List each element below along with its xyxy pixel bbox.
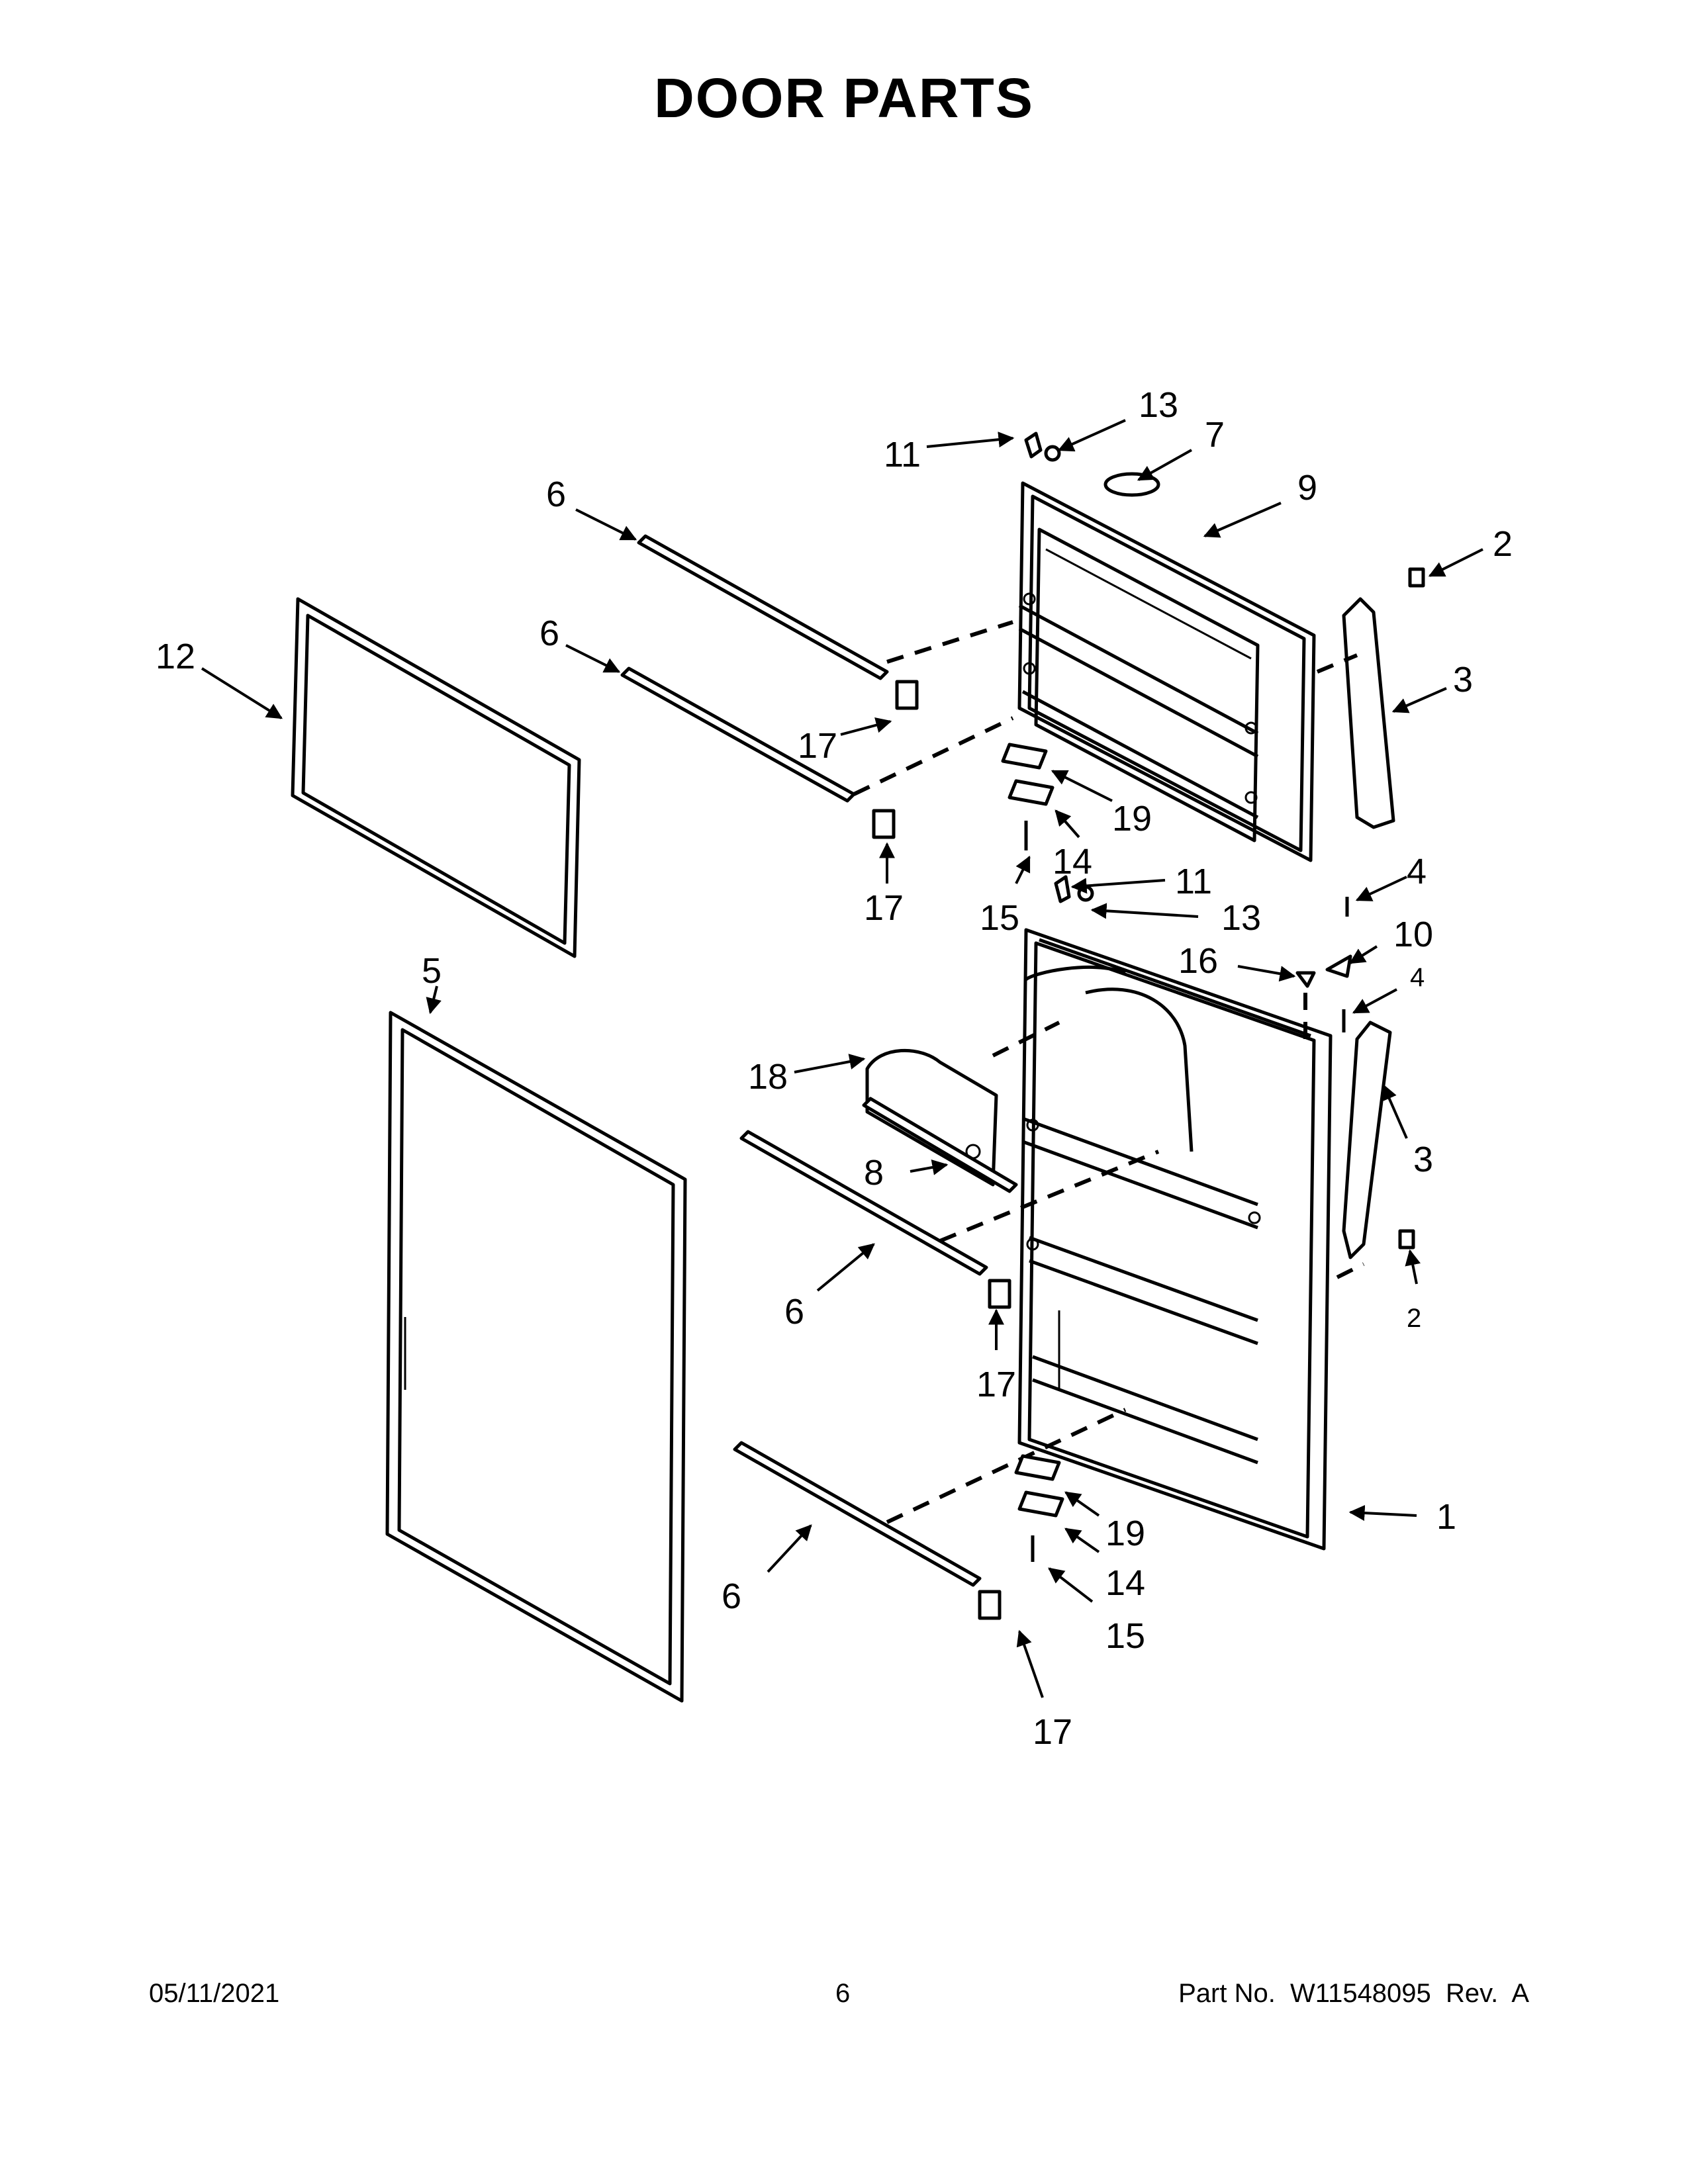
door-shelf-bar: [620, 534, 1160, 1587]
callout-17: 17: [976, 1365, 1016, 1404]
callout-16: 16: [1178, 941, 1218, 981]
leader-lines: [201, 419, 1483, 1698]
callout-5: 5: [422, 951, 442, 991]
fresh-food-door: [1017, 928, 1333, 1551]
callout-14: 14: [1105, 1563, 1145, 1603]
callout-17: 17: [864, 888, 904, 928]
callout-6: 6: [722, 1576, 741, 1616]
freezer-door: [1017, 481, 1316, 862]
dairy-door: [862, 1048, 1018, 1193]
callout-19: 19: [1105, 1514, 1145, 1553]
callout-13: 13: [1221, 898, 1261, 938]
callout-12: 12: [156, 637, 195, 676]
hardware: [872, 432, 1425, 1620]
footer-date: 05/11/2021: [149, 1979, 280, 2008]
callout-18: 18: [748, 1057, 788, 1097]
callout-3: 3: [1453, 660, 1473, 700]
callout-19: 19: [1112, 799, 1152, 839]
fresh-food-door-gasket: [385, 1011, 687, 1703]
callout-6: 6: [784, 1292, 804, 1332]
callout-10: 10: [1393, 915, 1433, 954]
callout-2: 2: [1493, 524, 1513, 564]
door-handle: [1316, 597, 1395, 1279]
callout-14: 14: [1053, 842, 1092, 882]
callout-1: 1: [1436, 1497, 1456, 1537]
callout-17: 17: [798, 726, 837, 766]
callout-2: 2: [1407, 1304, 1421, 1333]
callout-4: 4: [1407, 852, 1427, 891]
freezer-door-gasket: [291, 597, 581, 958]
callout-15: 15: [980, 898, 1019, 938]
callout-7: 7: [1205, 415, 1225, 455]
callout-11: 11: [884, 435, 921, 475]
callout-6: 6: [539, 614, 559, 653]
page-title: DOOR PARTS: [654, 67, 1034, 129]
callout-17: 17: [1033, 1712, 1072, 1752]
callout-4: 4: [1410, 963, 1425, 992]
callout-9: 9: [1297, 468, 1317, 508]
callout-11: 11: [1175, 862, 1212, 901]
footer-part-number: Part No. W11548095 Rev. A: [1178, 1979, 1529, 2008]
callout-3: 3: [1413, 1140, 1433, 1179]
callout-15: 15: [1105, 1616, 1145, 1656]
callout-13: 13: [1139, 385, 1178, 425]
footer-page-number: 6: [835, 1979, 851, 2008]
callout-6: 6: [546, 475, 566, 514]
callout-8: 8: [864, 1153, 884, 1193]
callout-labels: 11 13 7 9 2 3 4 6 6 12 17 17 19 14 15 11…: [156, 385, 1513, 1752]
